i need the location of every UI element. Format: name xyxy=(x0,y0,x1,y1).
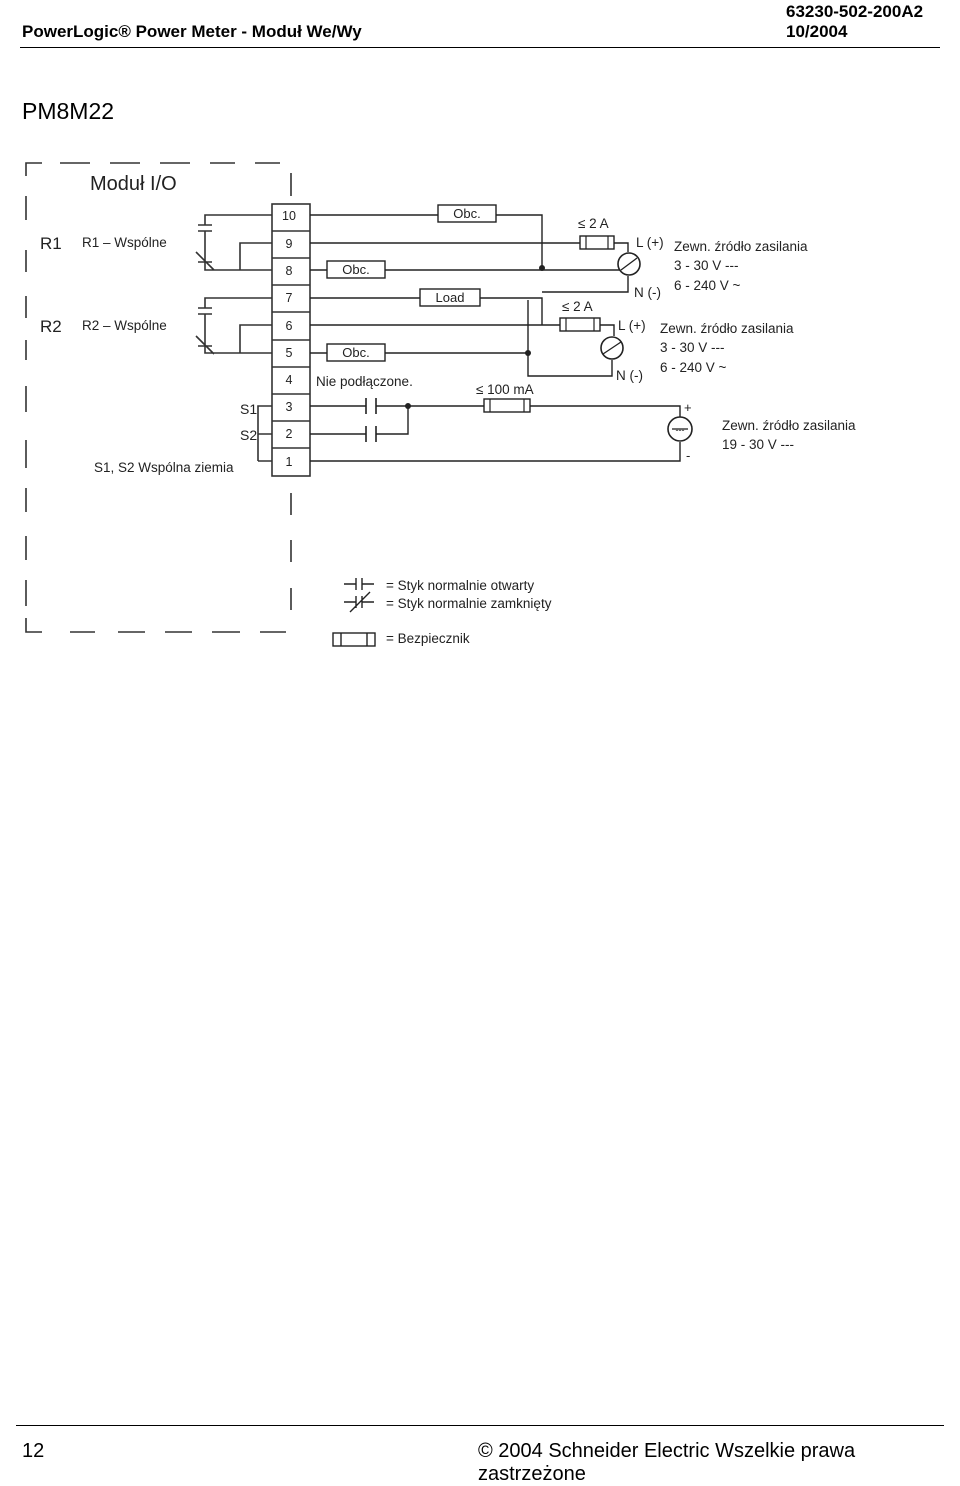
normally-closed-contact-icon xyxy=(344,591,374,613)
fuse-legend-icon xyxy=(332,632,376,647)
fuse1-rating: ≤ 2 A xyxy=(578,216,609,231)
terminal-label: 9 xyxy=(286,237,293,251)
fuse-1 xyxy=(579,235,615,250)
source1-dc: 3 - 30 V --- xyxy=(674,258,739,273)
s1-label: S1 xyxy=(240,401,257,417)
terminal-label: 8 xyxy=(286,264,293,278)
relay1-common-label: R1 – Wspólne xyxy=(82,235,167,250)
legend-normally-open: = Styk normalnie otwarty xyxy=(386,578,534,593)
terminal-label: 4 xyxy=(286,373,293,387)
load-box-1 xyxy=(437,204,497,223)
footer-divider xyxy=(16,1425,944,1426)
terminal-label: 6 xyxy=(286,319,293,333)
load-box-2 xyxy=(326,260,386,279)
load-label-2: Obc. xyxy=(342,262,369,277)
footer-copyright: © 2004 Schneider Electric Wszelkie prawa… xyxy=(478,1440,856,1485)
normally-open-contact-icon xyxy=(344,578,374,590)
terminal-label: 10 xyxy=(282,209,296,223)
load-label-1: Obc. xyxy=(453,206,480,221)
module-label: Moduł I/O xyxy=(90,173,177,195)
s2-label: S2 xyxy=(240,427,257,443)
load-label-3: Load xyxy=(436,290,465,305)
l-plus-label-1: L (+) xyxy=(636,235,664,250)
header-title: PowerLogic® Power Meter - Moduł We/Wy xyxy=(22,22,362,41)
n-minus-label-2: N (-) xyxy=(616,368,643,383)
minus-label: - xyxy=(686,448,690,463)
ground-common-label: S1, S2 Wspólna ziemia xyxy=(94,460,234,475)
header-divider xyxy=(20,47,940,48)
wiring-diagram: Moduł I/O R1 R1 – Wspólne R2 R2 – Wspóln… xyxy=(25,162,856,647)
source2-dc: 3 - 30 V --- xyxy=(660,340,725,355)
load-box-3 xyxy=(419,288,481,307)
legend-normally-closed: = Styk normalnie zamknięty xyxy=(386,596,552,611)
n-minus-label-1: N (-) xyxy=(634,285,661,300)
fuse-3 xyxy=(483,398,531,413)
terminal-label: 2 xyxy=(286,427,293,441)
plus-label: + xyxy=(684,400,692,415)
header-date: 10/2004 xyxy=(786,22,848,41)
terminal-label: 7 xyxy=(286,291,293,305)
source2-title: Zewn. źródło zasilania xyxy=(660,321,794,336)
relay1-label: R1 xyxy=(40,234,62,253)
source1-ac: 6 - 240 V ~ xyxy=(674,278,741,293)
load-box-4 xyxy=(326,343,386,362)
source3-title: Zewn. źródło zasilania xyxy=(722,418,856,433)
terminal-label: 5 xyxy=(286,346,293,360)
fuse-2 xyxy=(559,317,601,332)
source3-dc: 19 - 30 V --- xyxy=(722,437,794,452)
fuse2-rating: ≤ 2 A xyxy=(562,299,593,314)
page-number: 12 xyxy=(22,1440,45,1462)
terminal-label: 3 xyxy=(286,400,293,414)
source2-ac: 6 - 240 V ~ xyxy=(660,360,727,375)
load-label-4: Obc. xyxy=(342,345,369,360)
dc-symbol-label: --- xyxy=(676,425,685,435)
source1-title: Zewn. źródło zasilania xyxy=(674,239,808,254)
not-connected-label: Nie podłączone. xyxy=(316,374,413,389)
terminal-label: 1 xyxy=(286,455,293,469)
relay2-label: R2 xyxy=(40,317,62,336)
legend-fuse: = Bezpiecznik xyxy=(386,631,470,646)
l-plus-label-2: L (+) xyxy=(618,318,646,333)
header-doc-code: 63230-502-200A2 xyxy=(786,2,924,21)
fuse3-rating: ≤ 100 mA xyxy=(476,382,534,397)
relay2-common-label: R2 – Wspólne xyxy=(82,318,167,333)
page-title: PM8M22 xyxy=(22,98,115,124)
